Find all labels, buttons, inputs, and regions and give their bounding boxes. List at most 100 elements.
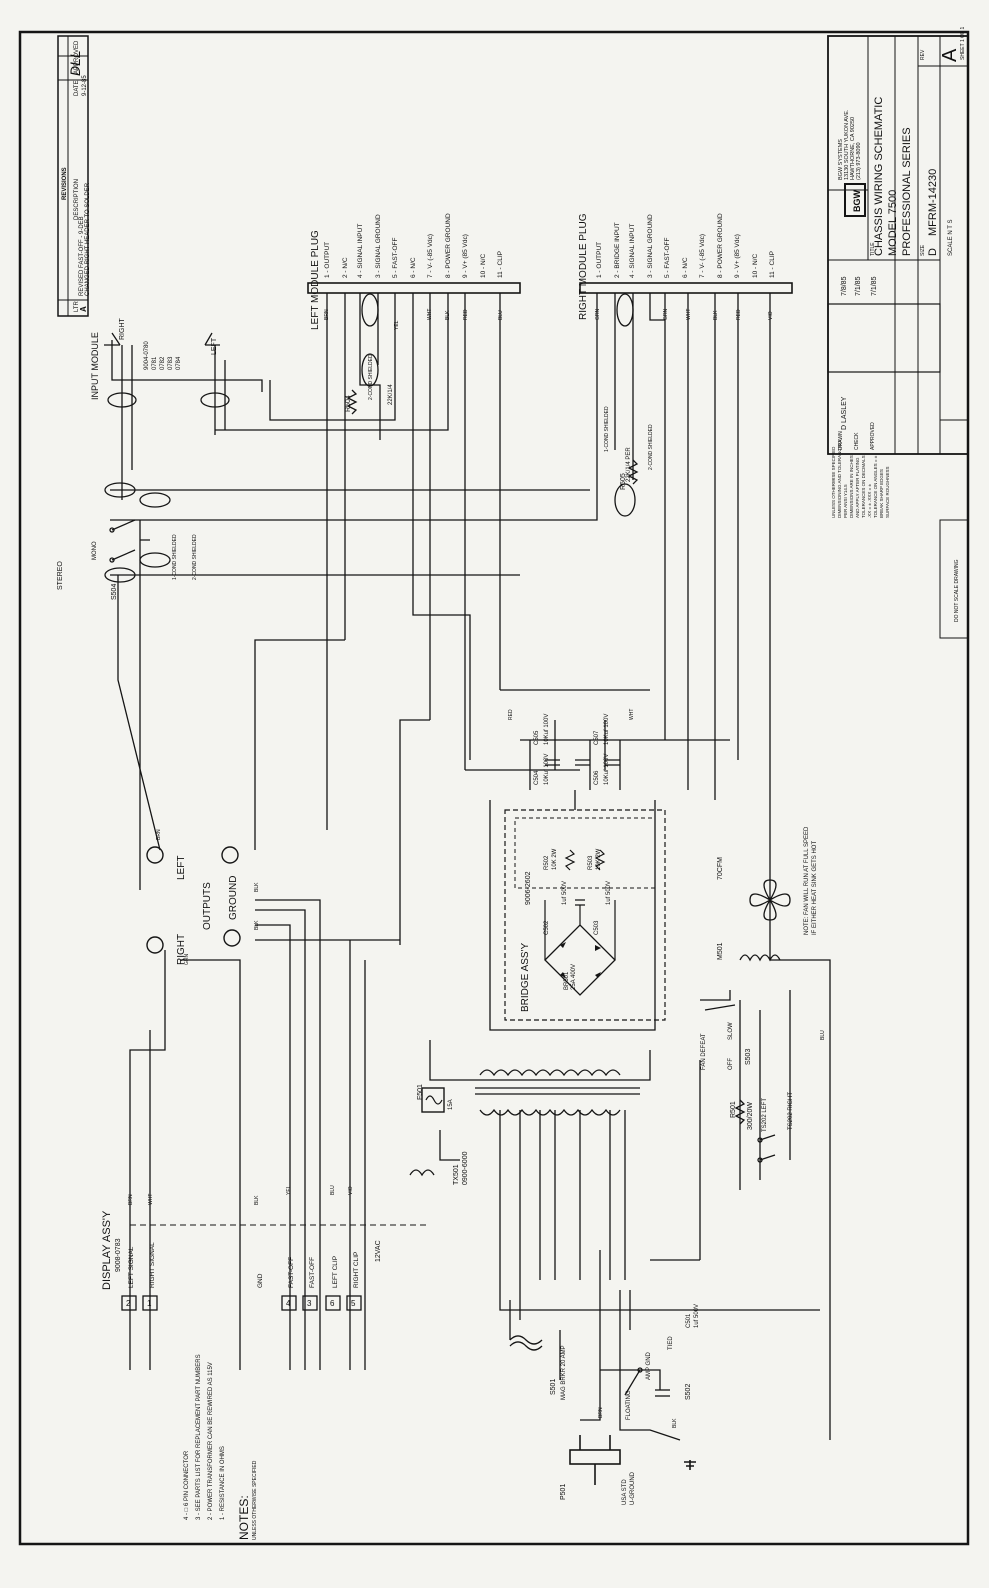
transformer-tx501 xyxy=(475,1069,640,1116)
size-label: SIZE xyxy=(920,244,926,256)
label-c505-value: 10Kuf 100V xyxy=(544,714,550,745)
label-c501-value: 1uf 500V xyxy=(694,1304,700,1328)
company-phone: (213) 973-8090 xyxy=(856,142,862,180)
drawing-scale: SCALE N T S xyxy=(948,220,954,256)
label-c501: C501 xyxy=(686,1313,692,1328)
label-tx501: TX501 xyxy=(453,1164,460,1185)
left-plug-title: LEFT MODULE PLUG xyxy=(310,230,321,330)
label-s503: S503 xyxy=(745,1049,752,1065)
revisions-col-date: DATE xyxy=(74,80,80,96)
wire-label: BRN xyxy=(156,829,162,840)
shield-markers xyxy=(104,293,636,583)
input-module: INPUT MODULE RIGHT LEFT 9004-0780 0781 0… xyxy=(90,318,263,500)
display-signal-label: FAST-OFF xyxy=(309,1257,316,1288)
check-label: CHECK xyxy=(854,432,860,450)
tolerance-line-3: PER ANSI Y14.5 xyxy=(843,484,848,518)
tolerance-line-5: AND APPLY AFTER PLATING xyxy=(855,457,860,518)
left-plug-pin-4: 3 - SIGNAL GROUND xyxy=(375,214,382,278)
cap-c501-switch-s502 xyxy=(624,1367,670,1397)
label-amp-gnd: AMP GND xyxy=(646,1351,652,1380)
left-plug-pin-10: 10 - N/C xyxy=(480,253,487,278)
display-connector-number: 1 xyxy=(147,1299,152,1308)
label-outputs: OUTPUTS xyxy=(202,882,213,930)
label-cond-shield-left: 2-COND SHIELDED xyxy=(368,354,374,400)
display-assy-title: DISPLAY ASS'Y xyxy=(101,1210,113,1290)
wire-label: BLK xyxy=(254,920,260,930)
wire-label: WHT xyxy=(629,709,635,720)
right-plug-pin-1: 1 - OUTPUT xyxy=(596,242,603,278)
label-mono: MONO xyxy=(92,541,98,560)
tolerance-line-6: TOLERANCES ON DECIMALS xyxy=(861,455,866,518)
wire-label: YEL xyxy=(286,1185,292,1195)
revisions-row-desc-2: CHANGED RIGHT HEADER TO SOLDER xyxy=(85,182,91,296)
power-plug-p501 xyxy=(569,1435,696,1485)
label-ts202-right: TS202 RIGHT xyxy=(788,1092,794,1130)
wire-label: BLK xyxy=(713,310,719,320)
label-c507: C507 xyxy=(594,730,600,745)
wire-label: BLK xyxy=(445,310,451,320)
label-fan-defeat: FAN DEFEAT xyxy=(701,1033,707,1070)
input-part-5: 0784 xyxy=(176,356,182,370)
label-s501: S501 xyxy=(550,1379,557,1395)
label-ts202-left: TS202 LEFT xyxy=(762,1098,768,1132)
resistor-r505 xyxy=(627,459,639,485)
wire-label: VIO xyxy=(768,311,774,320)
label-s502: S502 xyxy=(685,1384,692,1400)
breaker-s501 xyxy=(509,1335,543,1351)
label-r503: R503 xyxy=(588,855,594,870)
wire-label: BLU xyxy=(498,310,504,320)
right-plug-pin-11: 11 - CLIP xyxy=(769,251,776,278)
label-r504-value: 22K/1/4 xyxy=(388,384,394,405)
label-r504: R504 xyxy=(345,395,352,412)
title-label: TITLE xyxy=(870,242,876,256)
input-part-3: 0782 xyxy=(160,356,166,370)
label-p501: P501 xyxy=(560,1484,567,1500)
display-signal-label: GND xyxy=(257,1273,264,1288)
switch-s504 xyxy=(109,519,150,563)
right-plug-title: RIGHT MODULE PLUG xyxy=(578,213,589,320)
label-r502: R502 xyxy=(544,855,550,870)
label-c504: C504 xyxy=(534,770,540,785)
label-cond-shield-upper: 2-COND SHIELDED xyxy=(192,534,198,580)
tolerance-line-1: UNLESS OTHERWISE SPECIFIED xyxy=(831,446,836,518)
right-plug-connector xyxy=(579,282,793,294)
notes-unless: UNLESS OTHERWISE SPECIFIED xyxy=(252,1460,258,1540)
label-r501-value: 300/20W xyxy=(747,1102,754,1130)
label-slow: SLOW xyxy=(728,1022,734,1040)
wire-color-labels: BRN YEL WHT BLK RED BLU GRN GRN WHT BLK … xyxy=(128,309,826,1429)
label-c502: C502 xyxy=(544,920,550,935)
right-plug-pin-3: 4 - SIGNAL INPUT xyxy=(629,224,636,278)
title-block: BGW BGW SYSTEMS 13130 SOUTH YUKON AVE. H… xyxy=(827,27,969,639)
right-plug-pin-10: 10 - N/C xyxy=(752,253,759,278)
label-m501: M501 xyxy=(717,942,724,960)
display-connector-box xyxy=(325,1295,341,1311)
approved-date: 7/1/85 xyxy=(871,276,878,296)
display-connector-number: 2 xyxy=(126,1299,131,1308)
input-right-label: RIGHT xyxy=(119,318,126,341)
label-c504-value: 10Kuf 100V xyxy=(544,754,550,785)
drawing-title-3: PROFESSIONAL SERIES xyxy=(901,127,913,256)
left-plug-pin-5: 5 - FAST-OFF xyxy=(392,238,399,278)
label-stereo: STEREO xyxy=(57,561,64,590)
right-plug-pin-4: 3 - SIGNAL GROUND xyxy=(647,214,654,278)
display-signal-label: LEFT SIGNAL xyxy=(128,1246,135,1288)
wire-label: GRN xyxy=(595,309,601,321)
wire-label: GRN xyxy=(184,954,190,966)
wire-label: GRN xyxy=(663,309,669,321)
left-plug-pin-3: 4 - SIGNAL INPUT xyxy=(357,224,364,278)
label-usa-std: USA STD xyxy=(622,1479,628,1505)
wire-label: WHT xyxy=(427,309,433,320)
label-r501: R501 xyxy=(730,1101,737,1118)
do-not-scale-note: DO NOT SCALE DRAWING xyxy=(954,559,960,622)
fan-note-line-1: NOTE: FAN WILL RUN AT FULL SPEED xyxy=(804,826,810,935)
fuse-f501 xyxy=(421,1087,445,1113)
note-2: 2 - POWER TRANSFORMER CAN BE REWIRED AS … xyxy=(208,1362,214,1520)
label-s501-value: MAG BRKR 20 AMP xyxy=(561,1345,567,1400)
wire-label: BLU xyxy=(820,1030,826,1040)
tolerance-line-9: BREAK SHARP EDGES xyxy=(879,469,884,518)
left-plug-pin-2: 2 - N/C xyxy=(342,257,349,278)
drawing-title-1: CHASSIS WIRING SCHEMATIC xyxy=(873,97,885,256)
